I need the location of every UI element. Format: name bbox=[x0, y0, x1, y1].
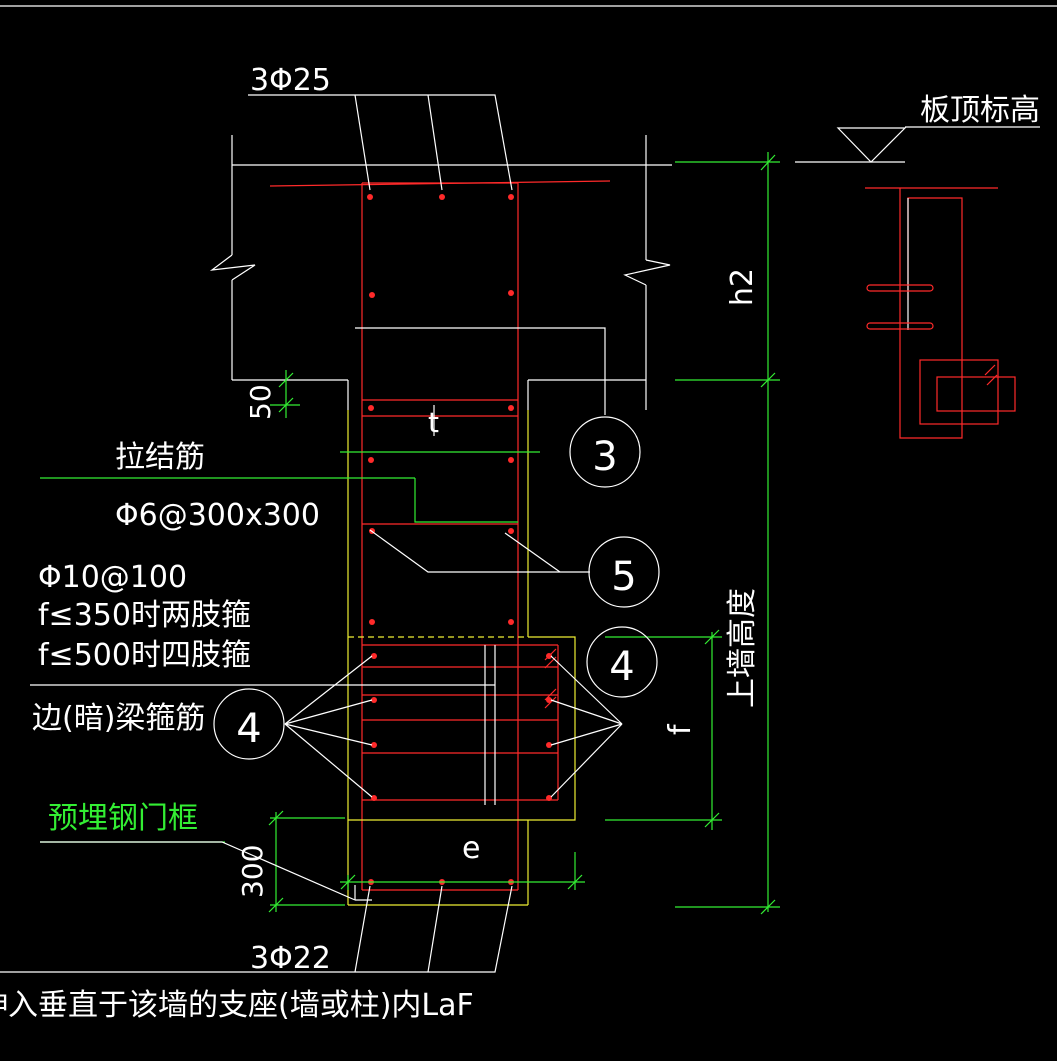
callout-4-left-label: 4 bbox=[236, 706, 261, 752]
detail-section bbox=[865, 187, 1016, 439]
dim-e-label: e bbox=[462, 831, 480, 866]
slab-top-elevation-label: 板顶标高 bbox=[920, 93, 1040, 128]
column-rebar bbox=[269, 180, 611, 891]
callout-3: 3 bbox=[569, 416, 641, 488]
anchor-note: 伸入垂直于该墙的支座(墙或柱)内LaF bbox=[0, 988, 474, 1023]
concrete-outline bbox=[347, 410, 576, 906]
top-bars-label: 3Φ25 bbox=[250, 63, 331, 98]
embedded-frame-label: 预埋钢门框 bbox=[48, 801, 198, 836]
dimension-lines bbox=[40, 152, 780, 915]
bottom-bars-label: 3Φ22 bbox=[250, 941, 331, 976]
callout-4-right: 4 bbox=[586, 626, 658, 698]
callout-4-left: 4 bbox=[213, 688, 285, 760]
callout-3-label: 3 bbox=[592, 434, 617, 480]
elevation-marker bbox=[836, 127, 907, 163]
stirrup-note-2: f≤500时四肢箍 bbox=[38, 638, 251, 673]
rebar-dots bbox=[367, 194, 552, 885]
dim-h2-label: h2 bbox=[725, 268, 760, 306]
tie-bar-title: 拉结筋 bbox=[115, 440, 205, 475]
leader-lines bbox=[0, 94, 623, 973]
wall-outline bbox=[209, 135, 672, 410]
dim-300-label: 300 bbox=[236, 845, 269, 898]
dim-t-label: t bbox=[428, 406, 439, 439]
stirrup-note-1: f≤350时两肢箍 bbox=[38, 598, 251, 633]
tie-bar-spec: Φ6@300x300 bbox=[115, 498, 320, 533]
callout-4-right-label: 4 bbox=[609, 644, 634, 690]
callout-5: 5 bbox=[588, 536, 660, 608]
wall-height-label: 上墙高度 bbox=[725, 588, 760, 708]
edge-beam-stirrup-label: 边(暗)梁箍筋 bbox=[32, 701, 205, 736]
dim-50-label: 50 bbox=[244, 384, 277, 420]
dim-f-label: f bbox=[663, 723, 698, 735]
callout-5-label: 5 bbox=[611, 554, 636, 600]
stirrup-spec: Φ10@100 bbox=[38, 560, 187, 595]
